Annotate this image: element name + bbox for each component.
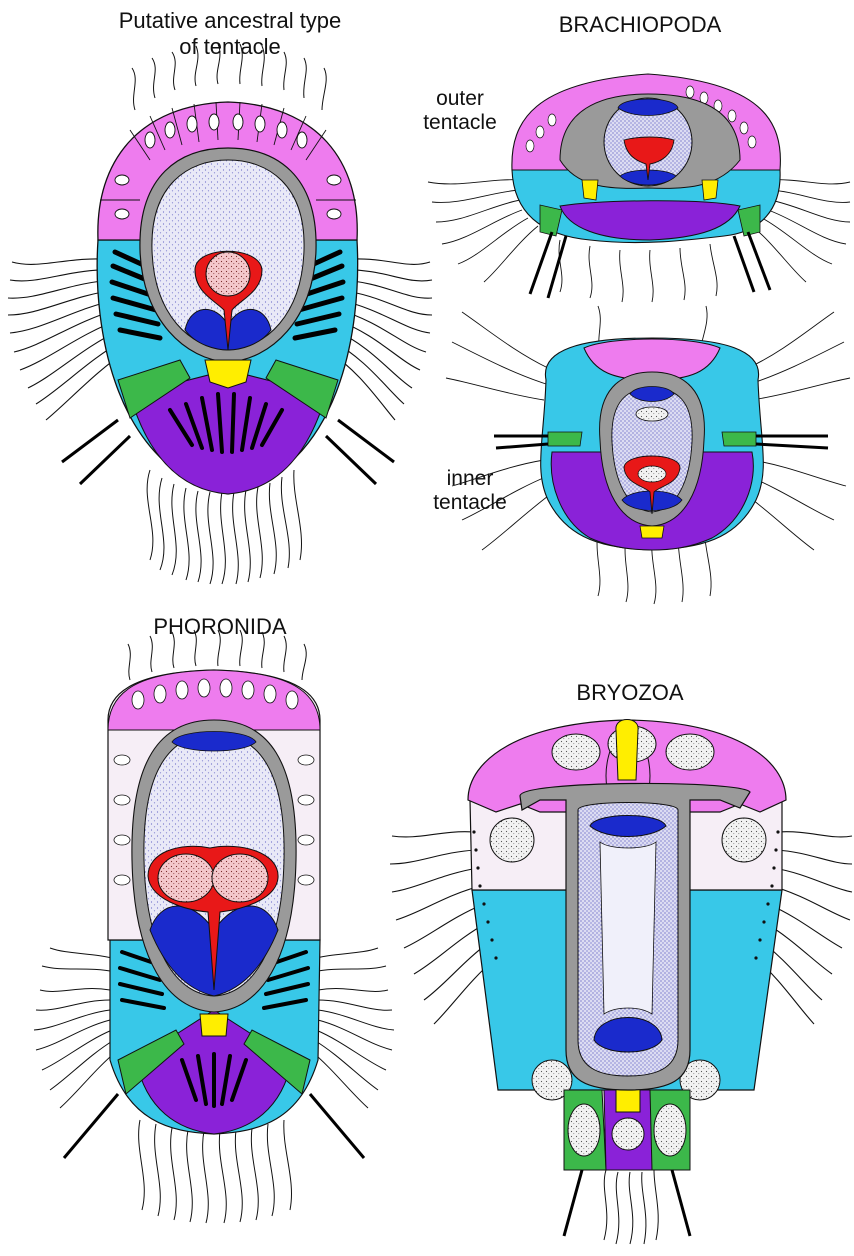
- phoronid-blood-cell-left: [158, 854, 214, 902]
- inner-nerve: [640, 526, 664, 538]
- inner-blood-cell: [638, 466, 666, 482]
- inner-green-left: [548, 432, 582, 446]
- outer-tentacle-label-line2: tentacle: [410, 110, 510, 136]
- bryozoa-title: BRYOZOA: [520, 680, 740, 706]
- bryozoan-green-nucleus-left: [568, 1104, 600, 1156]
- phoronid-cilia-right: [308, 948, 394, 1108]
- ancestral-title-line1: Putative ancestral type: [60, 8, 400, 34]
- phoronida-title: PHORONIDA: [100, 614, 340, 640]
- ancestral-title-line2: of tentacle: [60, 34, 400, 60]
- bryozoan-tentacle-diagram: [390, 720, 852, 1245]
- phoronid-blood-cell-right: [212, 854, 268, 902]
- blood-cell: [206, 252, 250, 296]
- outer-nerve-right: [702, 180, 718, 200]
- bryozoan-frontal-nucleus: [612, 1118, 644, 1150]
- phoronid-nerve: [200, 1014, 228, 1036]
- outer-tentacle-label-line1: outer: [410, 86, 510, 112]
- inner-coelomocyte: [636, 407, 668, 421]
- brachiopoda-title: BRACHIOPODA: [520, 12, 760, 38]
- bryozoan-laterofrontal-cilia: [564, 1170, 690, 1236]
- phoronid-tentacle-diagram: [34, 630, 394, 1223]
- bryozoan-nerve-top: [616, 720, 638, 781]
- bryozoan-cilia-bottom: [604, 1170, 658, 1244]
- bryozoan-green-nucleus-right: [654, 1104, 686, 1156]
- inner-tentacle-label-line1: inner: [420, 466, 520, 492]
- inner-tentacle-label-line2: tentacle: [420, 490, 520, 516]
- bryozoan-lumen: [600, 842, 656, 1014]
- phoronid-cilia-left: [34, 948, 120, 1108]
- outer-nerve-left: [582, 180, 598, 200]
- brachiopod-inner-tentacle-diagram: [446, 306, 850, 604]
- phoronid-cilia-bottom: [139, 1120, 292, 1223]
- inner-green-right: [722, 432, 756, 446]
- ancestral-tentacle-diagram: [8, 44, 432, 584]
- phoronid-muscle-top: [172, 732, 256, 752]
